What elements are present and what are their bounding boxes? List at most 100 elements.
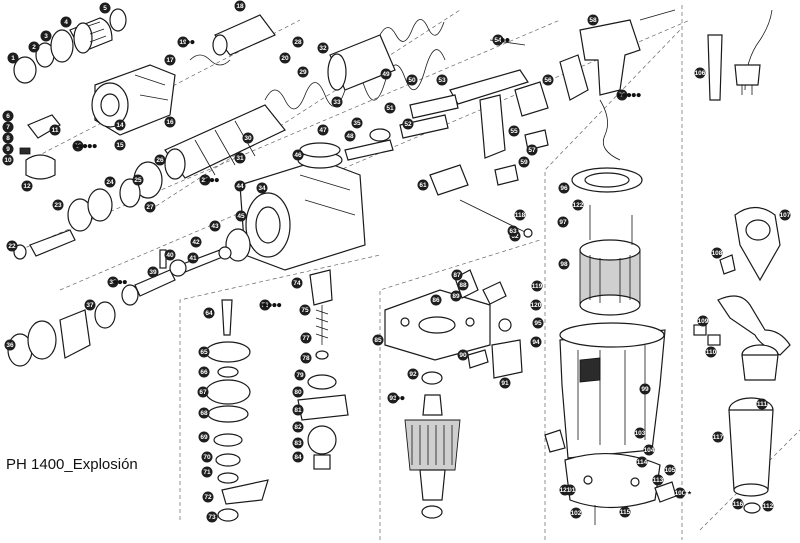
badge-circle: [351, 117, 363, 129]
badge-circle: [235, 210, 247, 222]
part-number-badge: 60●●●●●: [616, 89, 641, 101]
part-number: 92: [409, 371, 417, 378]
part-number-badge: 14: [114, 119, 126, 131]
part-number-badge: 104: [643, 444, 655, 456]
part-number-badge: 86: [430, 294, 442, 306]
badge-circle: [711, 247, 723, 259]
side-handle: [693, 206, 791, 514]
chuck-assembly: [13, 8, 127, 84]
part-number: 115: [620, 509, 631, 516]
part-number: 104: [644, 447, 655, 454]
badge-circle: [451, 269, 463, 281]
part-number: 122: [573, 202, 584, 209]
badge-circle: [2, 110, 14, 122]
part-number-badge: 110: [705, 346, 717, 358]
badge-circle: [256, 182, 268, 194]
badge-circle: [201, 451, 213, 463]
part-number-badge: 11: [49, 124, 61, 136]
part-number: 13: [74, 143, 82, 150]
part-number: 86: [432, 297, 440, 304]
badge-circle: [430, 294, 442, 306]
badge-circle: [164, 116, 176, 128]
badge-circle: [779, 209, 791, 221]
part-number-badge: 38●●●: [107, 276, 127, 288]
part-number: 11: [52, 127, 59, 134]
part-number-badge: 103: [634, 427, 646, 439]
badge-circle: [762, 500, 774, 512]
handle-shell: [559, 9, 676, 161]
badge-circle: [331, 96, 343, 108]
part-number: 85: [374, 337, 382, 344]
part-number-badge: 29: [297, 66, 309, 78]
part-number-badge: 75: [299, 304, 311, 316]
part-number-badge: 93●●: [387, 392, 405, 404]
part-number: 70: [203, 454, 211, 461]
badge-circle: [402, 118, 414, 130]
part-number: 79: [296, 372, 304, 379]
part-number: 111: [757, 401, 768, 408]
part-number: 49: [382, 71, 390, 78]
part-number-badge: 35: [351, 117, 363, 129]
part-number-badge: 17: [164, 54, 176, 66]
part-number: 93: [389, 395, 397, 402]
badge-circle: [259, 299, 271, 311]
badge-circle: [384, 102, 396, 114]
part-number-badge: 1: [7, 52, 19, 64]
part-number: 64: [205, 310, 213, 317]
part-number: 45: [237, 213, 245, 220]
part-number: 61: [419, 182, 427, 189]
badge-circle: [732, 498, 744, 510]
badge-circle: [518, 156, 530, 168]
badge-circle: [697, 315, 709, 327]
badge-circle: [344, 130, 356, 142]
part-number-badge: 42: [190, 236, 202, 248]
part-number-badges: 12345678910111213●●●●●141516171819●●2021…: [2, 0, 791, 523]
part-number-badge: 107: [779, 209, 791, 221]
part-number-badge: 34: [256, 182, 268, 194]
part-number: 58: [589, 17, 597, 24]
part-number-badge: 57: [526, 144, 538, 156]
part-number: 37: [86, 302, 94, 309]
part-number-badge: 83: [292, 437, 304, 449]
part-number: 3: [44, 33, 48, 40]
badge-circle: [526, 144, 538, 156]
part-number-badge: 71: [201, 466, 213, 478]
badge-circle: [636, 456, 648, 468]
part-number-badge: 94: [530, 336, 542, 348]
badge-circle: [634, 427, 646, 439]
badge-circle: [206, 511, 218, 523]
part-marker-dots: ●●: [395, 396, 405, 402]
part-number: 118: [515, 212, 526, 219]
part-number: 81: [294, 407, 302, 414]
part-number: 55: [510, 128, 518, 135]
badge-circle: [299, 304, 311, 316]
part-number: 50: [408, 77, 416, 84]
badge-circle: [49, 124, 61, 136]
part-number-badge: 3: [40, 30, 52, 42]
badge-circle: [557, 216, 569, 228]
part-number: 14: [116, 122, 124, 129]
part-number: 38: [109, 279, 117, 286]
intermediate-shaft: [13, 178, 141, 260]
badge-circle: [114, 119, 126, 131]
badge-circle: [387, 392, 399, 404]
part-number-badge: 63: [507, 225, 519, 237]
part-number: 71: [203, 469, 211, 476]
part-number-badge: 19●●: [177, 36, 195, 48]
clutch-group: [7, 269, 176, 367]
badge-circle: [242, 132, 254, 144]
part-number: 7: [6, 124, 10, 131]
part-number: 108: [712, 250, 723, 257]
badge-circle: [294, 369, 306, 381]
part-number-badge: 102: [570, 507, 582, 519]
part-number: 75: [301, 307, 309, 314]
part-number: 76: [261, 302, 269, 309]
part-number-badge: 7: [2, 121, 14, 133]
part-number-badge: 97: [557, 216, 569, 228]
part-number-badge: 50: [406, 74, 418, 86]
badge-circle: [530, 336, 542, 348]
part-number: 105: [665, 467, 676, 474]
part-number-badge: 21●●●: [199, 174, 219, 186]
part-number: 40: [166, 252, 174, 259]
part-number-badge: 105: [664, 464, 676, 476]
